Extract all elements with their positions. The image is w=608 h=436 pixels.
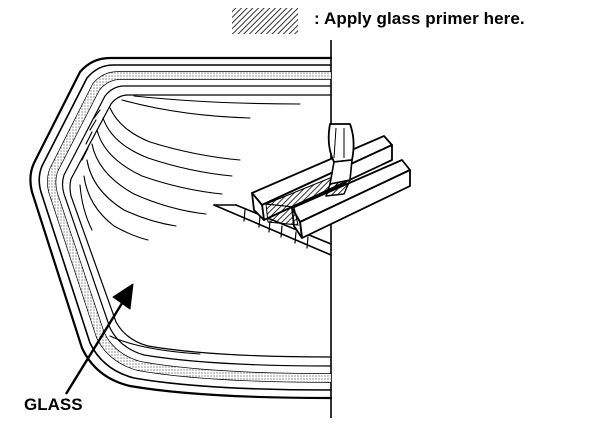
glass-label: GLASS	[24, 395, 83, 414]
brush-icon	[325, 123, 355, 197]
legend-text: : Apply glass primer here.	[314, 9, 525, 28]
glass-edge-strips	[29, 56, 333, 400]
hatched-swatch-icon	[232, 8, 298, 34]
primer-strip-face	[265, 203, 299, 226]
glass-section	[213, 204, 332, 256]
glass-shading-lines	[79, 95, 301, 355]
glass-arrow-icon	[64, 283, 134, 395]
